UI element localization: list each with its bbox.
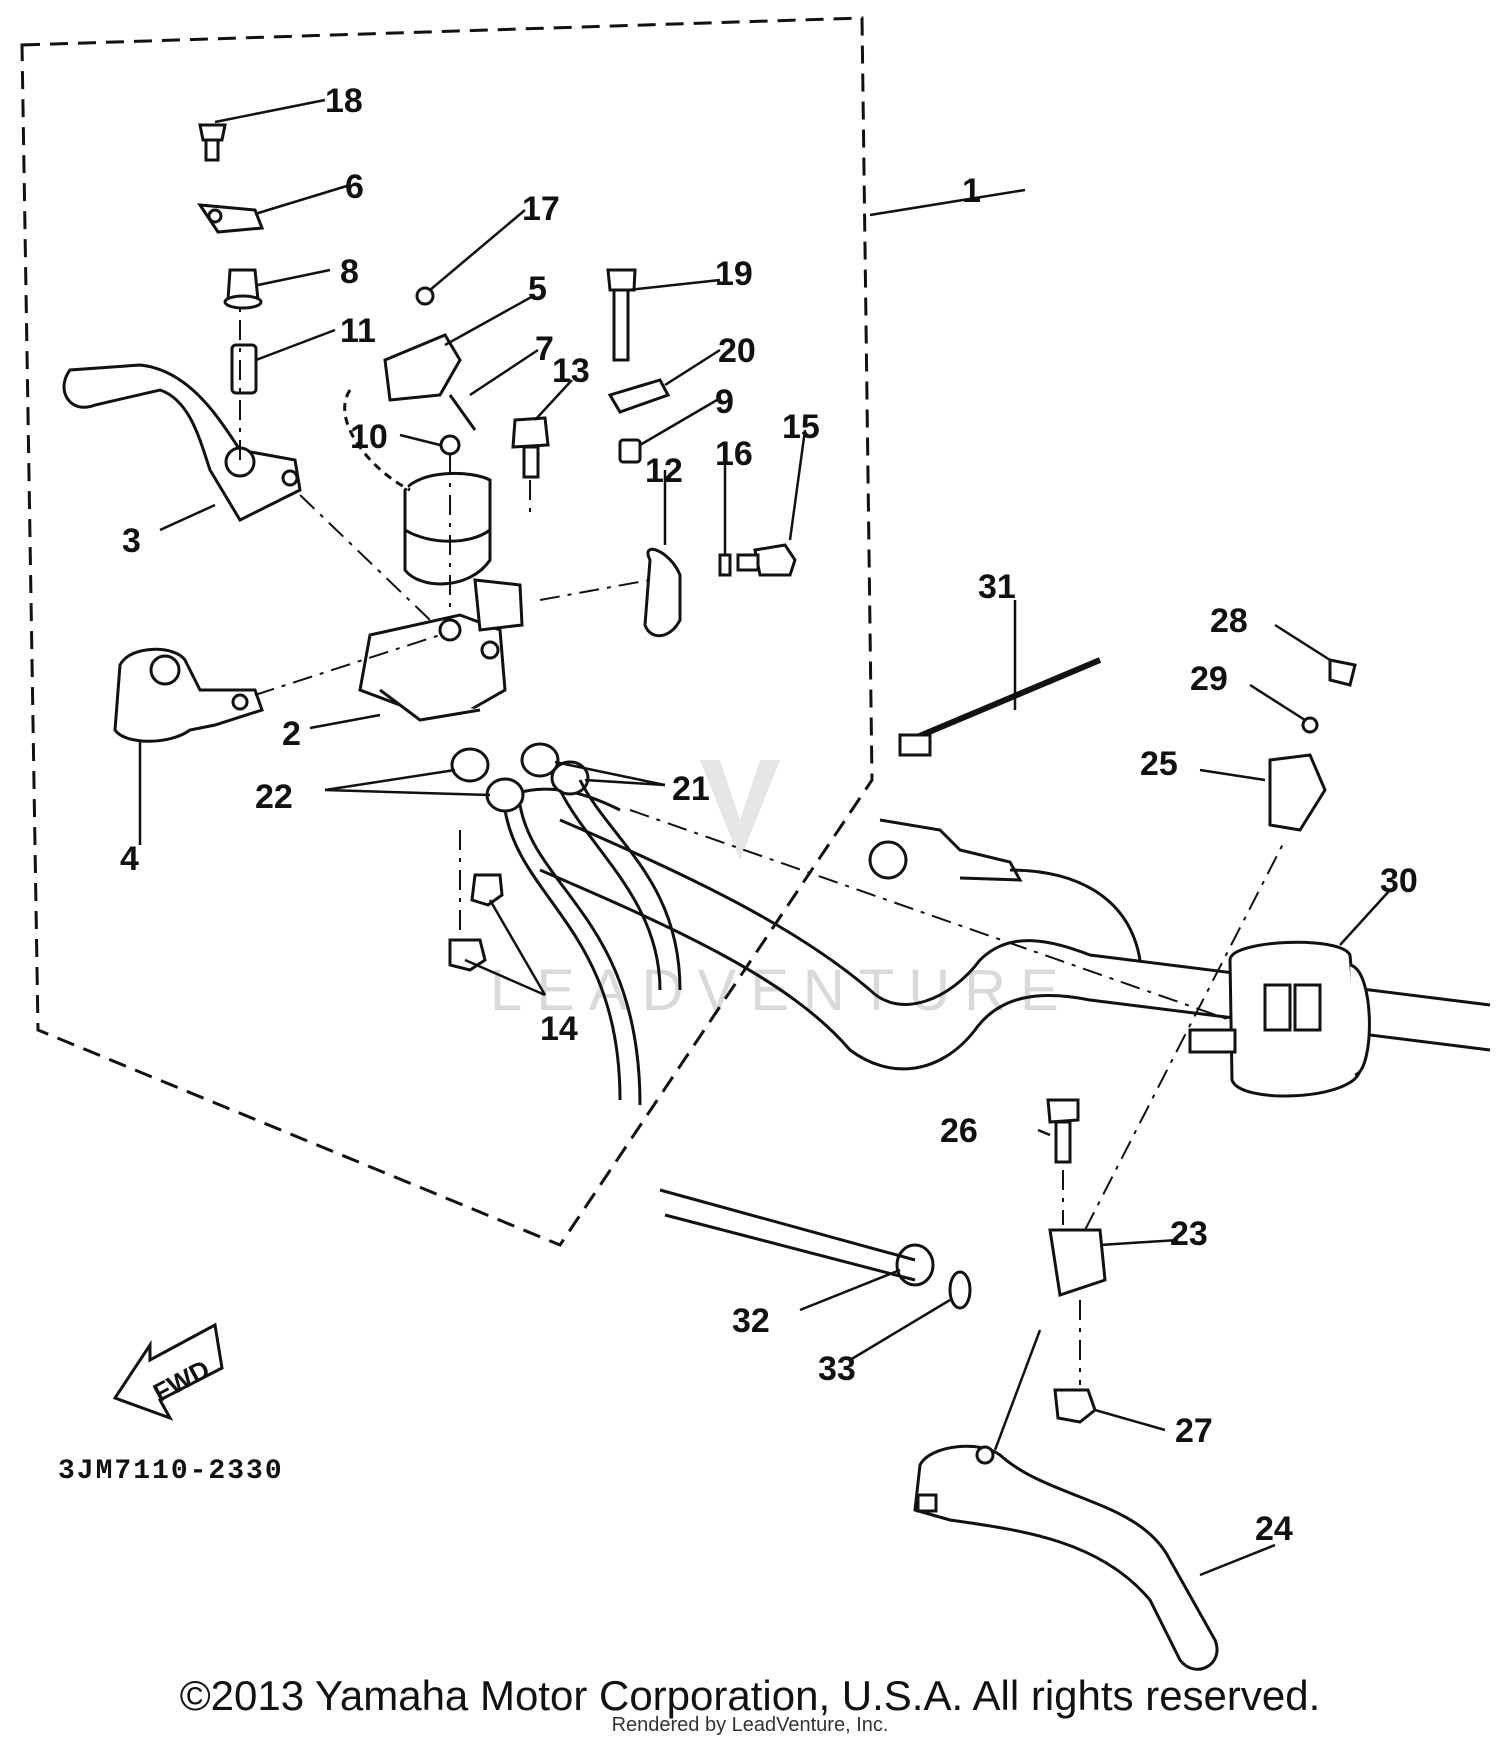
part-code: 3JM7110-2330 <box>58 1456 284 1487</box>
callout-29: 29 <box>1190 660 1228 698</box>
callout-13: 13 <box>552 352 590 390</box>
master-cylinder-body-2 <box>358 578 524 722</box>
dash-dot-lines <box>239 300 1286 1385</box>
callout-19: 19 <box>715 255 753 293</box>
callout-5: 5 <box>528 270 547 308</box>
callout-15: 15 <box>782 408 820 446</box>
callout-30: 30 <box>1380 862 1418 900</box>
callout-31: 31 <box>978 568 1016 606</box>
rendered-by-notice: Rendered by LeadVenture, Inc. <box>611 1714 889 1736</box>
callout-7: 7 <box>535 330 554 368</box>
callout-3: 3 <box>122 522 141 560</box>
callout-17: 17 <box>522 190 560 228</box>
callout-12: 12 <box>645 452 683 490</box>
callout-23: 23 <box>1170 1215 1208 1253</box>
callout-28: 28 <box>1210 602 1248 640</box>
reservoir <box>343 389 492 586</box>
callout-27: 27 <box>1175 1412 1213 1450</box>
copyright-notice: ©2013 Yamaha Motor Corporation, U.S.A. A… <box>179 1672 1321 1719</box>
callout-16: 16 <box>715 435 753 473</box>
hoses-and-cables <box>503 779 1142 1282</box>
leader-lines <box>138 98 1391 1577</box>
callout-6: 6 <box>345 168 364 206</box>
callout-9: 9 <box>715 383 734 421</box>
callout-1: 1 <box>962 172 981 210</box>
callout-labels: 1 2 3 4 5 6 7 8 9 10 11 12 13 14 15 16 1… <box>120 82 1418 1548</box>
callout-33: 33 <box>818 1350 856 1388</box>
callout-4: 4 <box>120 840 139 878</box>
callout-8: 8 <box>340 253 359 291</box>
small-parts <box>197 123 1357 1424</box>
callout-24: 24 <box>1255 1510 1293 1548</box>
lever-holder-4 <box>113 647 264 743</box>
callout-20: 20 <box>718 332 756 370</box>
clutch-lever-24 <box>913 1444 1219 1671</box>
callout-26: 26 <box>940 1112 978 1150</box>
front-brake-lever-3 <box>62 363 302 522</box>
assembly-dashed-border <box>20 16 874 1247</box>
callout-25: 25 <box>1140 745 1178 783</box>
callout-14: 14 <box>540 1010 578 1048</box>
watermark: LEADVENTURE <box>490 760 1073 1023</box>
callout-2: 2 <box>282 715 301 753</box>
callout-11: 11 <box>340 312 376 350</box>
callout-10: 10 <box>350 418 388 456</box>
watermark-text: LEADVENTURE <box>490 958 1073 1023</box>
forward-arrow-icon: FWD <box>112 1322 224 1421</box>
callout-22: 22 <box>255 778 293 816</box>
callout-21: 21 <box>672 770 710 808</box>
callout-32: 32 <box>732 1302 770 1340</box>
callout-18: 18 <box>325 82 363 120</box>
handlebar-switch-housing <box>1188 940 1371 1098</box>
